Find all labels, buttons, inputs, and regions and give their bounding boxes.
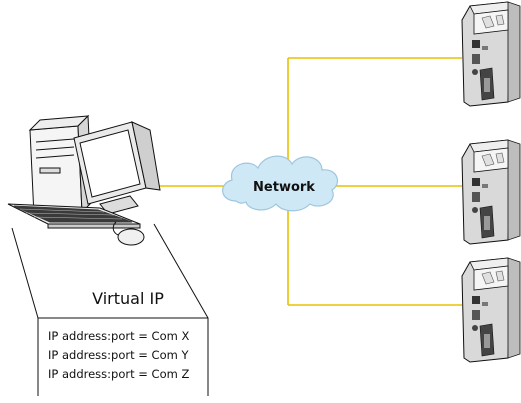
mouse xyxy=(117,228,145,246)
mapping-com-x: IP address:port = Com X xyxy=(48,329,189,343)
mapping-com-y: IP address:port = Com Y xyxy=(48,348,189,362)
mapping-com-z: IP address:port = Com Z xyxy=(48,367,189,381)
device-server-3 xyxy=(461,257,521,363)
virtual-ip-label: Virtual IP xyxy=(92,289,164,308)
network-cloud: Network xyxy=(222,155,339,212)
network-label: Network xyxy=(253,180,315,195)
virtual-ip-mapping-box: IP address:port = Com X IP address:port … xyxy=(37,317,209,396)
device-server-2 xyxy=(461,139,521,245)
device-server-1 xyxy=(461,1,521,107)
projection-lines xyxy=(11,223,209,319)
computer-icon xyxy=(7,114,161,246)
